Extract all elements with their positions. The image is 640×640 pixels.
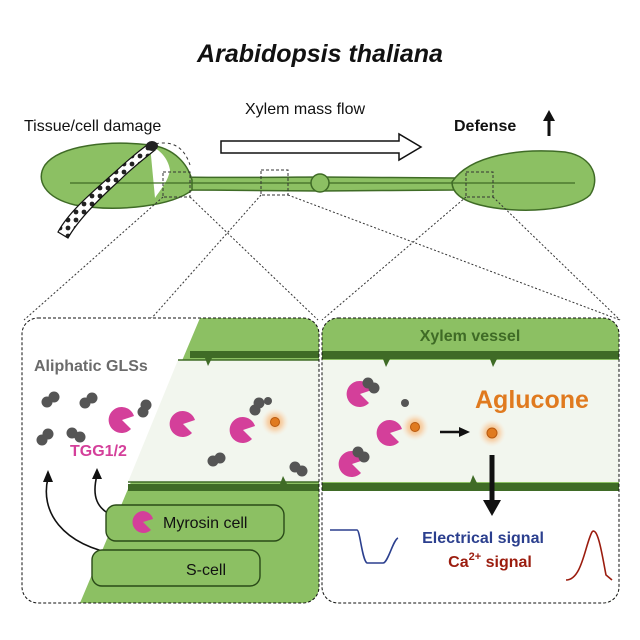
- vessel-label: Xylem vessel: [420, 328, 521, 345]
- s-cell: [91, 549, 261, 587]
- right-gls-molecules: [352, 377, 409, 463]
- stem-node: [310, 173, 330, 193]
- electrical-trace: [330, 529, 399, 564]
- damage-label: Tissue/cell damage: [24, 118, 161, 135]
- mass-flow-arrow: [220, 132, 423, 162]
- defense-label: Defense: [454, 118, 516, 135]
- myrosin-label: Myrosin cell: [163, 515, 247, 532]
- damage-cut: [150, 145, 170, 198]
- myrosinase-enzymes: [108, 406, 255, 443]
- right-panel: Xylem vessel Aglucone Electrical si: [321, 317, 620, 604]
- glucosinolate-label: Aliphatic GLSs: [34, 358, 148, 375]
- down-arrow-icon: [483, 455, 501, 516]
- left-panel: Aliphatic GLSs TGG1/2: [21, 317, 320, 604]
- myrosin-cell: [105, 504, 285, 542]
- scell-label: S-cell: [186, 562, 226, 579]
- zoom-box-stem: [260, 169, 289, 196]
- up-arrow-icon: [543, 110, 555, 136]
- caterpillar-icon: [57, 141, 158, 239]
- enzyme-label: TGG1/2: [70, 443, 127, 460]
- projection-lines: [23, 194, 621, 321]
- aglucone-label: Aglucone: [475, 386, 589, 414]
- electrical-label: Electrical signal: [422, 530, 544, 547]
- title: Arabidopsis thaliana: [196, 40, 443, 68]
- flow-label: Xylem mass flow: [245, 101, 365, 118]
- healthy-leaf: [451, 150, 596, 211]
- calcium-trace: [565, 530, 613, 581]
- zoom-box-damage: [162, 171, 191, 198]
- right-arrow-icon: [440, 427, 470, 437]
- calcium-label: Ca2+ signal: [448, 551, 532, 571]
- zoom-box-leaf: [465, 171, 494, 198]
